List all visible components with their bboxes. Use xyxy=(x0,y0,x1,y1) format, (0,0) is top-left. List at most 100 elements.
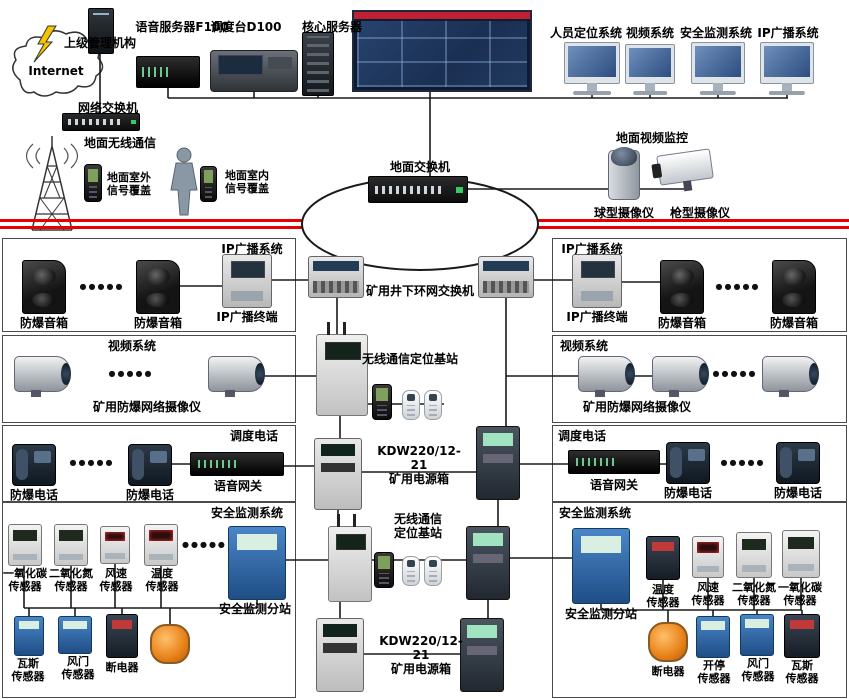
right-phone-title: 调度电话 xyxy=(557,429,606,443)
safety-substation-device xyxy=(572,528,630,604)
right-wind-speed-label: 风速 传感器 xyxy=(691,581,725,607)
right-co-sensor-label: 一氧化碳 传感器 xyxy=(778,581,822,607)
network-switch-label: 网络交换机 xyxy=(77,101,138,115)
core-server-label: 核心服务器 xyxy=(301,20,362,34)
explosion-proof-phone-device xyxy=(666,442,710,484)
monitor-screen xyxy=(629,48,671,77)
explosion-proof-speaker xyxy=(136,260,180,314)
radio-waves-icon xyxy=(25,143,79,169)
left-co-sensor-label: 一氧化碳 传感器 xyxy=(3,567,47,593)
left-cutoff-label: 断电器 xyxy=(105,661,139,674)
base-station-1-label: 无线通信定位基站 xyxy=(361,352,458,366)
start-stop-sensor-device xyxy=(696,616,730,658)
power-box-2-label: KDW220/12-21 矿用电源箱 xyxy=(379,634,463,677)
network-switch-device xyxy=(62,113,140,131)
right-substation-label: 安全监测分站 xyxy=(564,607,637,621)
wind-door-sensor-device xyxy=(740,614,774,656)
ground-wireless-label: 地面无线通信 xyxy=(83,136,156,150)
monitor-video-system xyxy=(625,44,675,84)
left-wind-door-label: 风门 传感器 xyxy=(61,655,95,681)
left-no2-sensor-label: 二氧化氮 传感器 xyxy=(49,567,93,593)
ring-switch-right xyxy=(478,256,534,298)
left-gas-sensor-label: 瓦斯 传感器 xyxy=(11,657,45,683)
right-gas-sensor-label: 瓦斯 传感器 xyxy=(785,659,819,685)
ground-switch-device xyxy=(368,176,468,203)
co-sensor-device xyxy=(8,524,42,566)
locator-card xyxy=(402,556,420,586)
power-cutoff-relay xyxy=(648,622,688,662)
safety-substation-device xyxy=(228,526,286,600)
power-cutoff-relay xyxy=(150,624,190,664)
antenna-tower xyxy=(31,136,73,231)
wind-speed-sensor-device xyxy=(100,526,130,564)
monitor-personnel-positioning xyxy=(564,42,620,84)
ring-network-label: 矿用井下环网交换机 xyxy=(365,284,474,298)
monitor-safety-system xyxy=(691,42,745,84)
right-wind-door-label: 风门 传感器 xyxy=(741,657,775,683)
voice-server-label: 语音服务器F100 xyxy=(135,20,229,34)
continuation-dots: ●●●●● xyxy=(720,458,766,467)
left-phone-2-label: 防爆电话 xyxy=(125,488,174,502)
continuation-dots: ●●●●● xyxy=(712,369,758,378)
right-ip-terminal-label: IP广播终端 xyxy=(566,310,628,324)
left-video-title: 视频系统 xyxy=(107,339,156,353)
handheld-phone xyxy=(372,384,392,420)
right-camera-label: 矿用防爆网络摄像仪 xyxy=(582,400,691,414)
continuation-dots: ●●●●● xyxy=(79,282,125,291)
power-cutoff-device xyxy=(106,614,138,658)
person-figure xyxy=(170,147,198,216)
base-station-device-1 xyxy=(316,322,368,416)
right-temperature-label: 温度 传感器 xyxy=(646,583,680,609)
system-label-video: 视频系统 xyxy=(625,26,674,40)
left-phone-title: 调度电话 xyxy=(229,429,278,443)
lightning-icon xyxy=(33,25,57,63)
locator-card xyxy=(424,390,442,420)
junction-box-device xyxy=(476,426,520,500)
right-cutoff-label: 断电器 xyxy=(651,665,685,678)
explosion-proof-phone-device xyxy=(128,444,172,486)
left-temperature-label: 温度 传感器 xyxy=(145,567,179,593)
left-ip-terminal-label: IP广播终端 xyxy=(216,310,278,324)
monitor-screen xyxy=(764,46,810,77)
gas-sensor-device xyxy=(14,616,44,656)
power-box-1-label: KDW220/12-21 矿用电源箱 xyxy=(377,444,461,487)
dome-camera-device xyxy=(608,150,640,200)
right-safety-title: 安全监测系统 xyxy=(558,506,631,520)
network-camera-device xyxy=(208,356,265,397)
explosion-proof-speaker xyxy=(660,260,704,314)
wind-door-sensor-device xyxy=(58,616,92,654)
left-speaker-1-label: 防爆音箱 xyxy=(19,316,68,330)
indoor-signal-phone xyxy=(200,166,217,202)
no2-sensor-device xyxy=(54,524,88,566)
system-label-ip: IP广播系统 xyxy=(757,26,819,40)
power-box-device-1 xyxy=(314,438,362,510)
voice-server-device xyxy=(136,56,200,88)
video-wall xyxy=(352,10,532,92)
junction-box-device xyxy=(460,618,504,692)
system-label-personnel: 人员定位系统 xyxy=(549,26,622,40)
dome-camera-label: 球型摄像仪 xyxy=(593,206,654,220)
left-safety-title: 安全监测系统 xyxy=(210,506,283,520)
right-phone-2-label: 防爆电话 xyxy=(773,486,822,500)
outdoor-coverage-label: 地面室外 信号覆盖 xyxy=(107,171,151,197)
explosion-proof-speaker xyxy=(22,260,66,314)
right-no2-sensor-label: 二氧化氮 传感器 xyxy=(732,581,776,607)
base-station-device-2 xyxy=(328,514,372,602)
power-box-device-2 xyxy=(316,618,364,692)
ip-broadcast-terminal-device xyxy=(222,254,272,308)
right-phone-1-label: 防爆电话 xyxy=(663,486,712,500)
right-video-title: 视频系统 xyxy=(559,339,608,353)
internet-label: Internet xyxy=(28,64,84,78)
left-gateway-label: 语音网关 xyxy=(213,479,262,493)
left-substation-label: 安全监测分站 xyxy=(218,602,291,616)
upper-org-label: 上级管理机构 xyxy=(63,36,136,50)
network-camera-device xyxy=(762,356,819,397)
ring-switch-left xyxy=(308,256,364,298)
right-speaker-2-label: 防爆音箱 xyxy=(769,316,818,330)
temperature-sensor-device xyxy=(144,524,178,566)
ip-broadcast-terminal-device xyxy=(572,254,622,308)
continuation-dots: ●●●●● xyxy=(69,458,115,467)
continuation-dots: ●●●●● xyxy=(715,282,761,291)
explosion-proof-phone-device xyxy=(776,442,820,484)
